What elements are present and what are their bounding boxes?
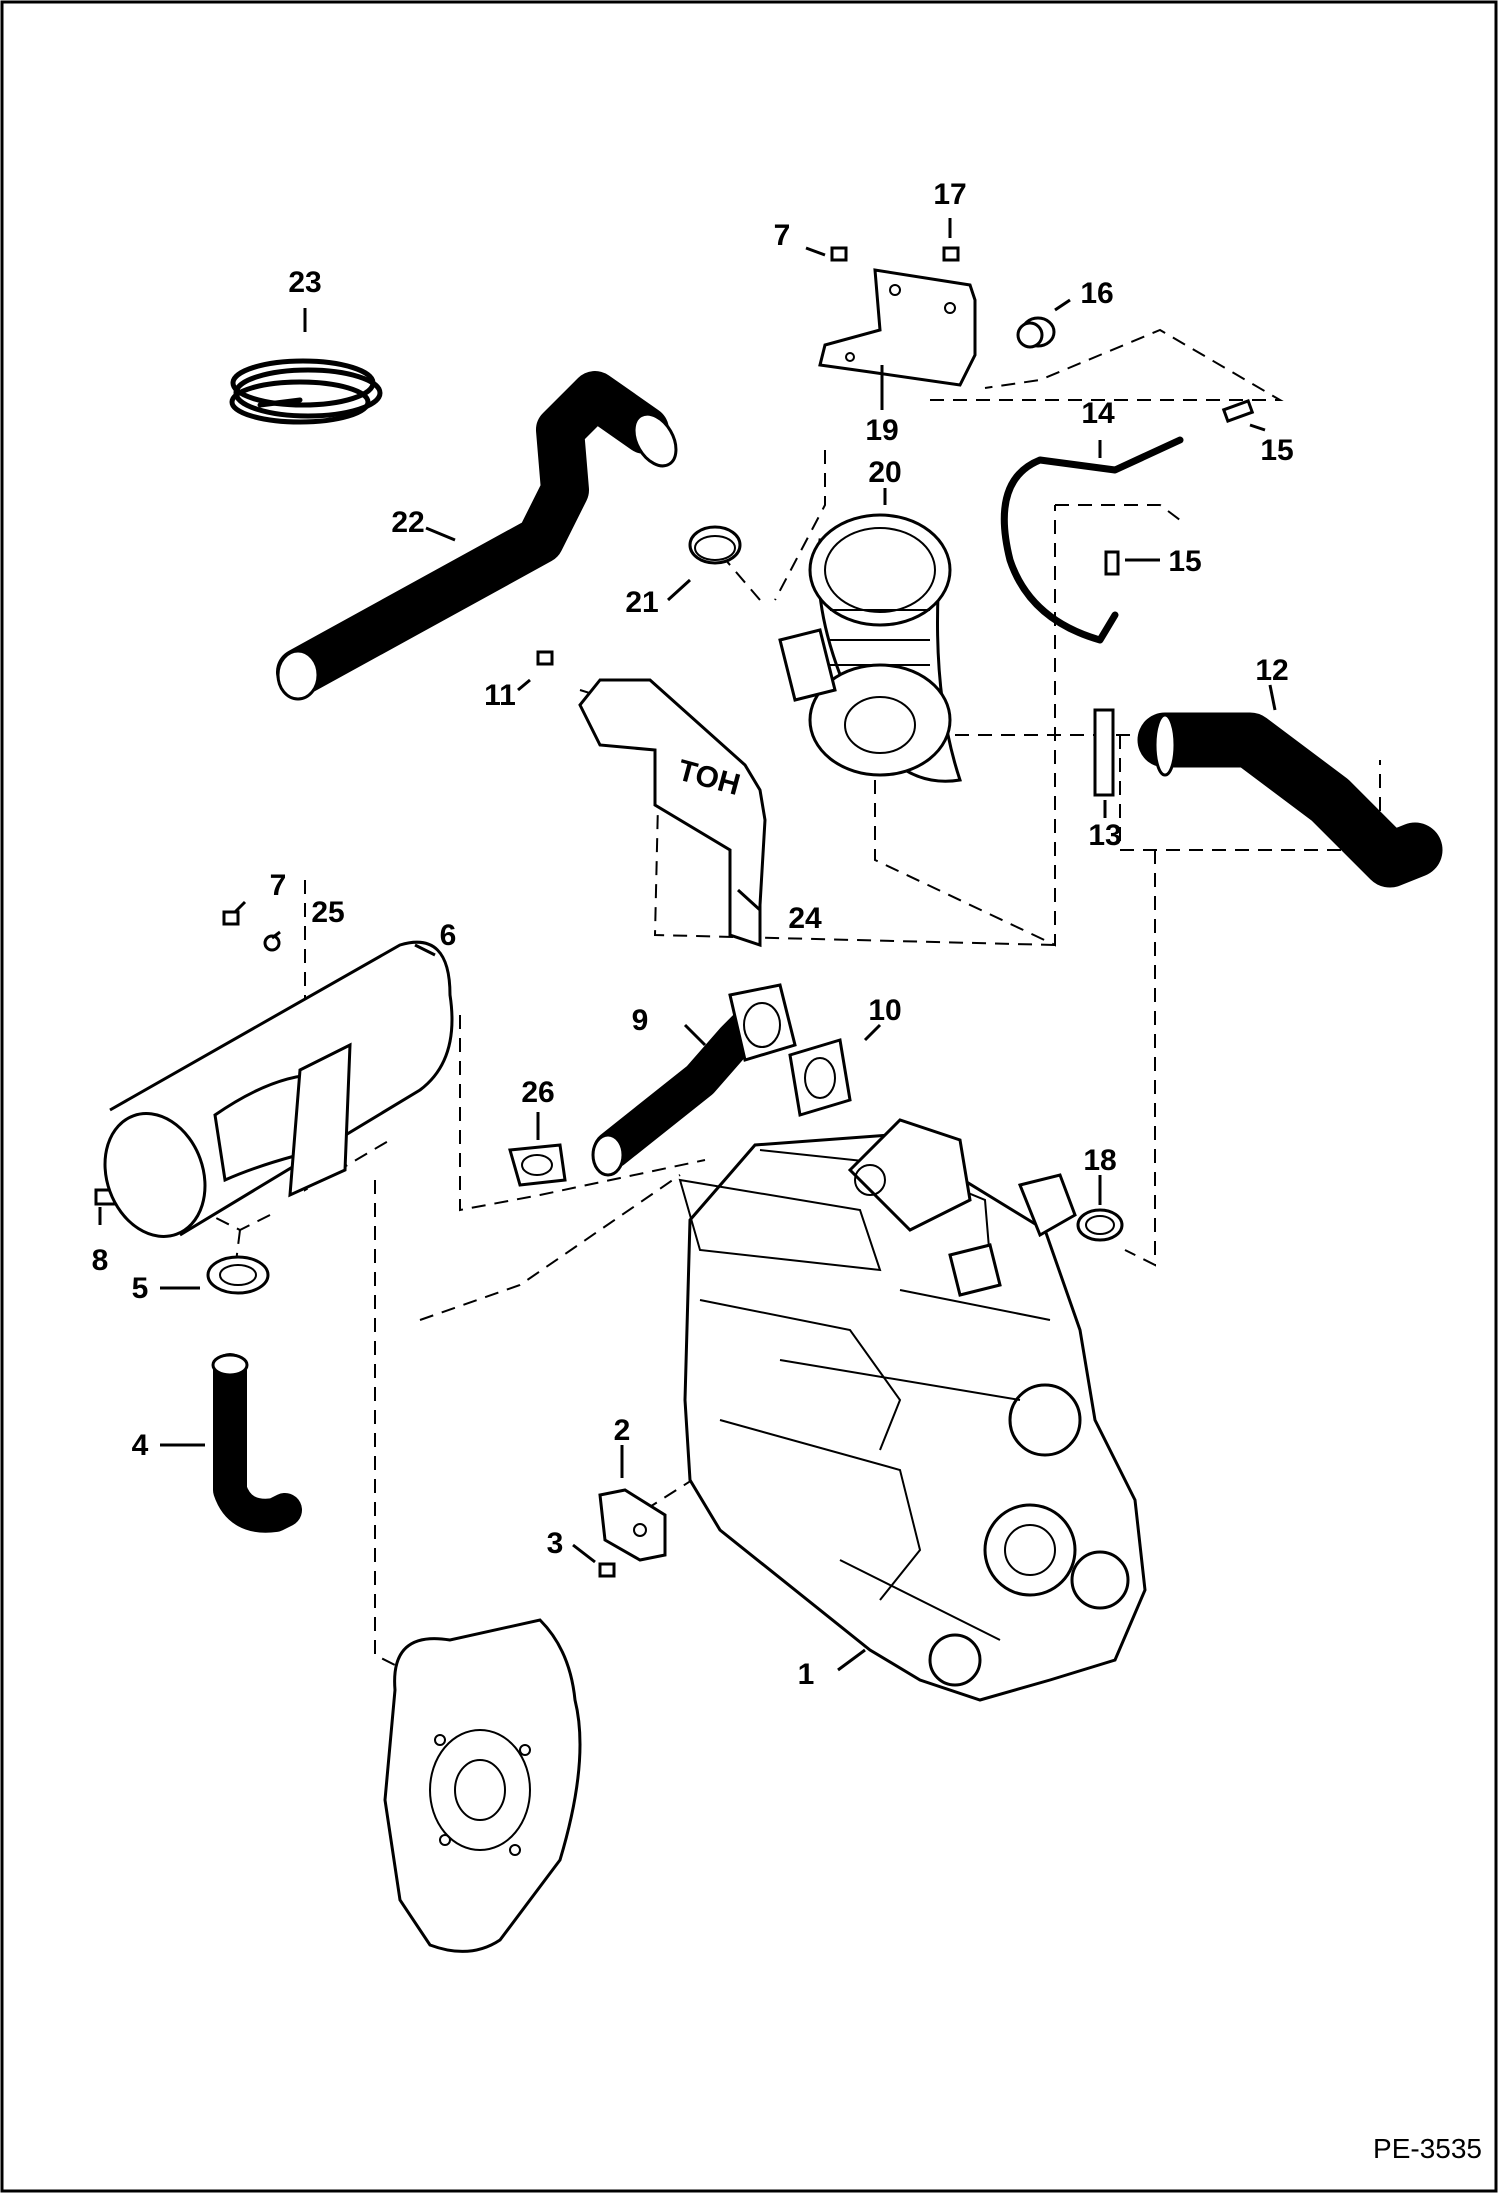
callout-15b: 15 (1168, 545, 1201, 578)
part-5-clamp (206, 1255, 270, 1295)
part-12-elbow-hose (1137, 712, 1443, 888)
part-1-engine (678, 1118, 1147, 1702)
callout-14: 14 (1081, 397, 1115, 430)
callout-21: 21 (625, 586, 658, 619)
fasteners-screws (94, 246, 960, 1578)
part-6-muffler (103, 940, 454, 1238)
part-21-hose-clamp (688, 525, 742, 565)
drawing-code: PE-3535 (1373, 2133, 1482, 2164)
part-24-heat-shield: TOH (578, 678, 767, 948)
part-16-rubber-mount (1016, 316, 1056, 349)
callout-7a: 7 (774, 219, 791, 252)
part-15-fitting (1104, 398, 1255, 576)
part-14-breather-tube (1000, 436, 1184, 644)
callout-2: 2 (614, 1414, 631, 1447)
part-19-mounting-bracket (818, 268, 977, 387)
callout-10: 10 (868, 994, 901, 1027)
part-10-gasket (788, 1038, 852, 1117)
callout-24: 24 (788, 902, 822, 935)
part-26-clamp (508, 1143, 567, 1187)
callout-3: 3 (547, 1527, 564, 1560)
flywheel-housing (383, 1618, 582, 1953)
callout-5: 5 (132, 1272, 149, 1305)
part-13-tube (1093, 708, 1115, 797)
callout-20: 20 (868, 456, 901, 489)
part-9-exhaust-pipe (591, 983, 797, 1177)
part-4-tailpipe (211, 1353, 302, 1533)
callout-8: 8 (92, 1244, 109, 1277)
callout-25: 25 (311, 896, 344, 929)
callout-17: 17 (933, 178, 966, 211)
callout-23: 23 (288, 266, 321, 299)
callout-16: 16 (1080, 277, 1113, 310)
callout-12: 12 (1255, 654, 1288, 687)
leader-lines (98, 218, 1277, 1672)
callout-labels: 1 2 3 4 5 6 7 7 8 9 10 11 12 13 14 15 15… (92, 178, 1294, 1691)
part-2-bracket (598, 1488, 667, 1562)
callout-19: 19 (865, 414, 898, 447)
part-23-coiled-hose (229, 358, 383, 425)
callout-26: 26 (521, 1076, 554, 1109)
callout-22: 22 (391, 506, 424, 539)
callout-9: 9 (632, 1004, 649, 1037)
callout-11: 11 (484, 679, 516, 712)
part-20-air-cleaner (778, 513, 962, 783)
callout-6: 6 (440, 919, 457, 952)
callout-4: 4 (132, 1429, 149, 1462)
part-18-hose-clamp (1076, 1208, 1124, 1242)
callout-13: 13 (1088, 819, 1121, 852)
callout-15a: 15 (1260, 434, 1293, 467)
callout-1: 1 (798, 1658, 815, 1691)
part-22-air-intake-hose (276, 371, 678, 701)
callout-18: 18 (1083, 1144, 1116, 1177)
callout-7b: 7 (270, 869, 287, 902)
